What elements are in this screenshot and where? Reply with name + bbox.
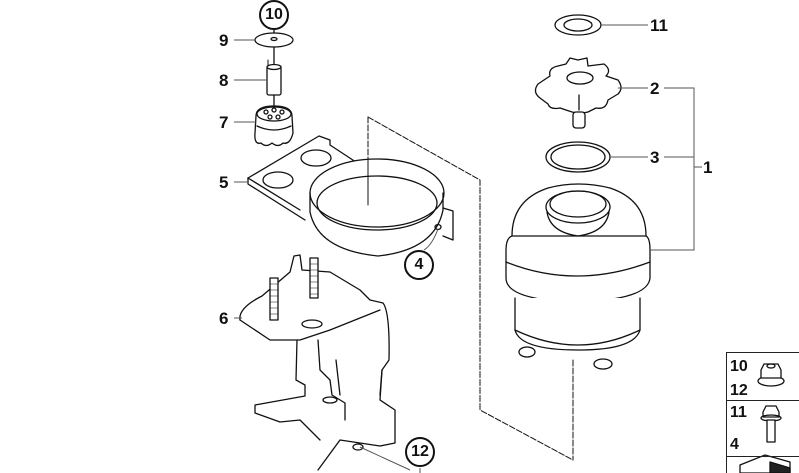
mounting-bracket-icon xyxy=(239,254,396,471)
callout-12[interactable]: 12 xyxy=(405,437,435,467)
legend-part-number: 12 xyxy=(730,382,748,399)
legend-row-nut: 10 12 xyxy=(726,352,799,400)
gasket-ring-icon xyxy=(554,14,602,36)
callout-2[interactable]: 2 xyxy=(650,79,660,98)
fastener-legend: 10 12 11 4 xyxy=(726,352,799,473)
hex-flange-nut-icon xyxy=(757,363,785,387)
callout-1[interactable]: 1 xyxy=(703,158,713,177)
callout-10[interactable]: 10 xyxy=(259,0,289,30)
legend-part-number: 4 xyxy=(730,436,739,453)
washer-icon xyxy=(254,32,294,48)
spacer-sleeve-icon xyxy=(266,63,282,96)
legend-part-number: 11 xyxy=(730,404,747,421)
callout-7[interactable]: 7 xyxy=(219,113,229,132)
legend-row-bolt: 11 4 xyxy=(726,400,799,456)
reservoir-icon xyxy=(505,183,651,370)
stud-icon xyxy=(269,257,319,321)
o-ring-icon xyxy=(545,141,611,173)
hex-flange-bolt-icon xyxy=(760,405,782,443)
legend-row-reference xyxy=(726,456,799,473)
leader-lines xyxy=(234,24,702,473)
reservoir-clamp-icon xyxy=(247,135,454,257)
filler-cap-icon xyxy=(534,57,622,129)
legend-part-number: 10 xyxy=(730,358,748,375)
callout-8[interactable]: 8 xyxy=(219,71,229,90)
callout-9[interactable]: 9 xyxy=(219,31,229,50)
callout-3[interactable]: 3 xyxy=(650,148,660,167)
callout-4[interactable]: 4 xyxy=(404,250,434,280)
callout-11[interactable]: 11 xyxy=(650,16,668,35)
diagram-reference-icon xyxy=(739,454,791,473)
rubber-mount-icon xyxy=(254,105,294,147)
callout-5[interactable]: 5 xyxy=(219,173,229,192)
callout-6[interactable]: 6 xyxy=(219,309,229,328)
